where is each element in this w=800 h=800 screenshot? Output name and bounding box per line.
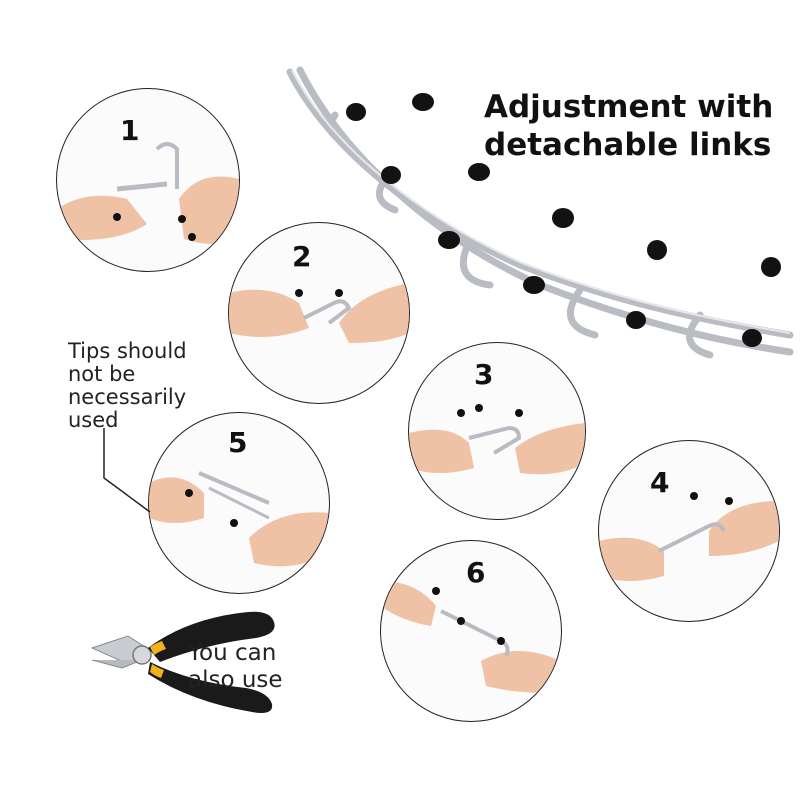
step-4-photo bbox=[598, 440, 780, 622]
tips-note: Tips should not be necessarily used bbox=[68, 340, 238, 432]
hand-photo-icon bbox=[149, 471, 329, 567]
step-2-number: 2 bbox=[292, 240, 312, 273]
hand-photo-icon bbox=[409, 404, 585, 475]
headline-line-2: detachable links bbox=[484, 127, 772, 163]
tips-note-line-3: necessarily bbox=[68, 385, 187, 409]
hand-photo-icon bbox=[57, 142, 239, 244]
step-2-photo bbox=[228, 222, 410, 404]
headline: Adjustment with detachable links bbox=[484, 88, 784, 164]
step-4-number: 4 bbox=[650, 466, 670, 499]
hand-photo-icon bbox=[381, 581, 561, 693]
step-3-photo bbox=[408, 342, 586, 520]
hand-photo-icon bbox=[599, 492, 779, 581]
tips-note-line-1: Tips should bbox=[68, 339, 187, 363]
hand-photo-icon bbox=[229, 283, 409, 343]
step-5-number: 5 bbox=[228, 426, 248, 459]
tips-note-line-4: used bbox=[68, 408, 119, 432]
tips-note-line-2: not be bbox=[68, 362, 136, 386]
pliers-note-line-2: also use bbox=[188, 667, 283, 693]
step-6-photo bbox=[380, 540, 562, 722]
step-6-number: 6 bbox=[466, 556, 486, 589]
pliers-note-line-1: You can bbox=[188, 640, 277, 666]
step-5-photo bbox=[148, 412, 330, 594]
step-3-number: 3 bbox=[474, 358, 494, 391]
step-1-photo bbox=[56, 88, 240, 272]
pliers-note: You can also use bbox=[188, 640, 328, 694]
step-1-number: 1 bbox=[120, 114, 140, 147]
headline-line-1: Adjustment with bbox=[484, 89, 774, 125]
